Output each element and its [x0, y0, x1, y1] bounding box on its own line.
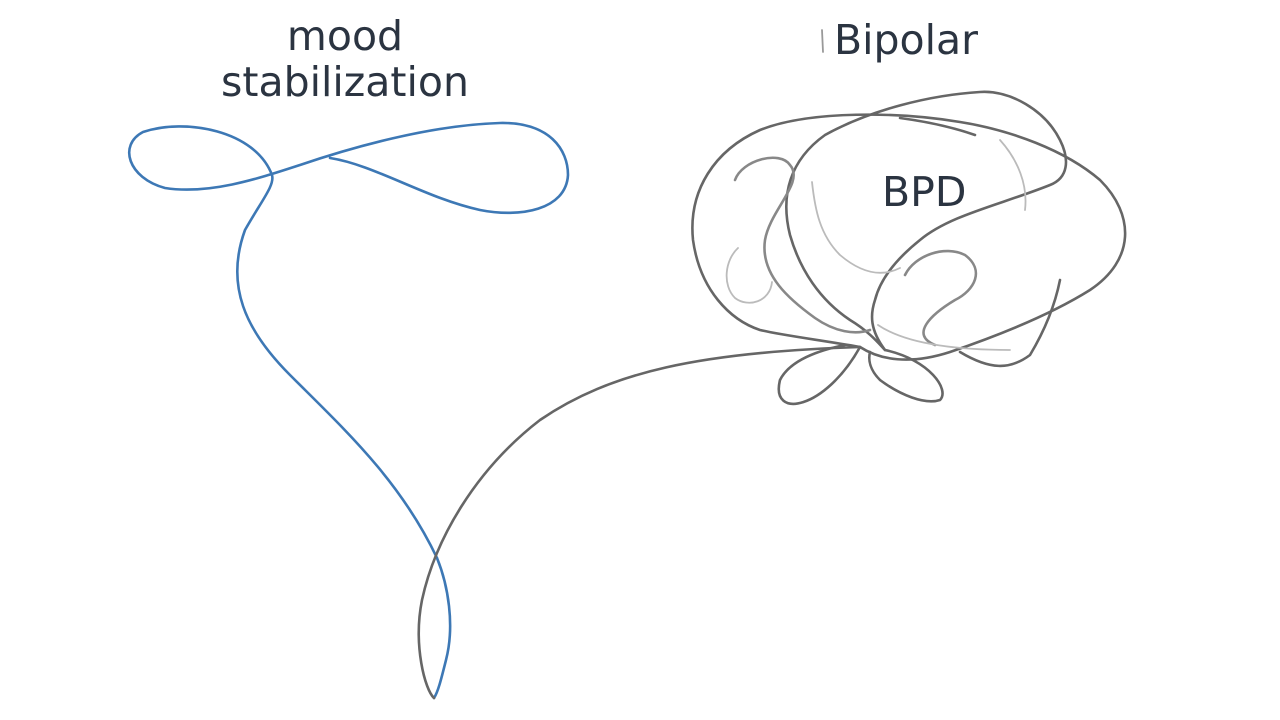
bipolar-top-edge: [898, 116, 977, 137]
bpd-faint-stroke-1: [725, 139, 1027, 351]
mood-stabilization-curve: [127, 121, 570, 560]
bipolar-connector-curve: [417, 345, 862, 700]
bipolar-label: Bipolar: [834, 16, 979, 64]
bpd-label: BPD: [882, 168, 967, 216]
mood-label-line2: stabilization: [221, 57, 469, 106]
bipolar-outline-outer: [691, 113, 1127, 361]
bipolar-tick-mark: [821, 29, 824, 53]
bipolar-inner-wave: [733, 156, 978, 347]
mood-stabilization-tail: [432, 556, 452, 700]
bipolar-outline-inner: [785, 90, 1068, 352]
mood-stabilization-label: mood stabilization: [210, 12, 480, 106]
mood-label-line1: mood: [286, 12, 404, 60]
bipolar-outline-lower: [777, 278, 1062, 405]
